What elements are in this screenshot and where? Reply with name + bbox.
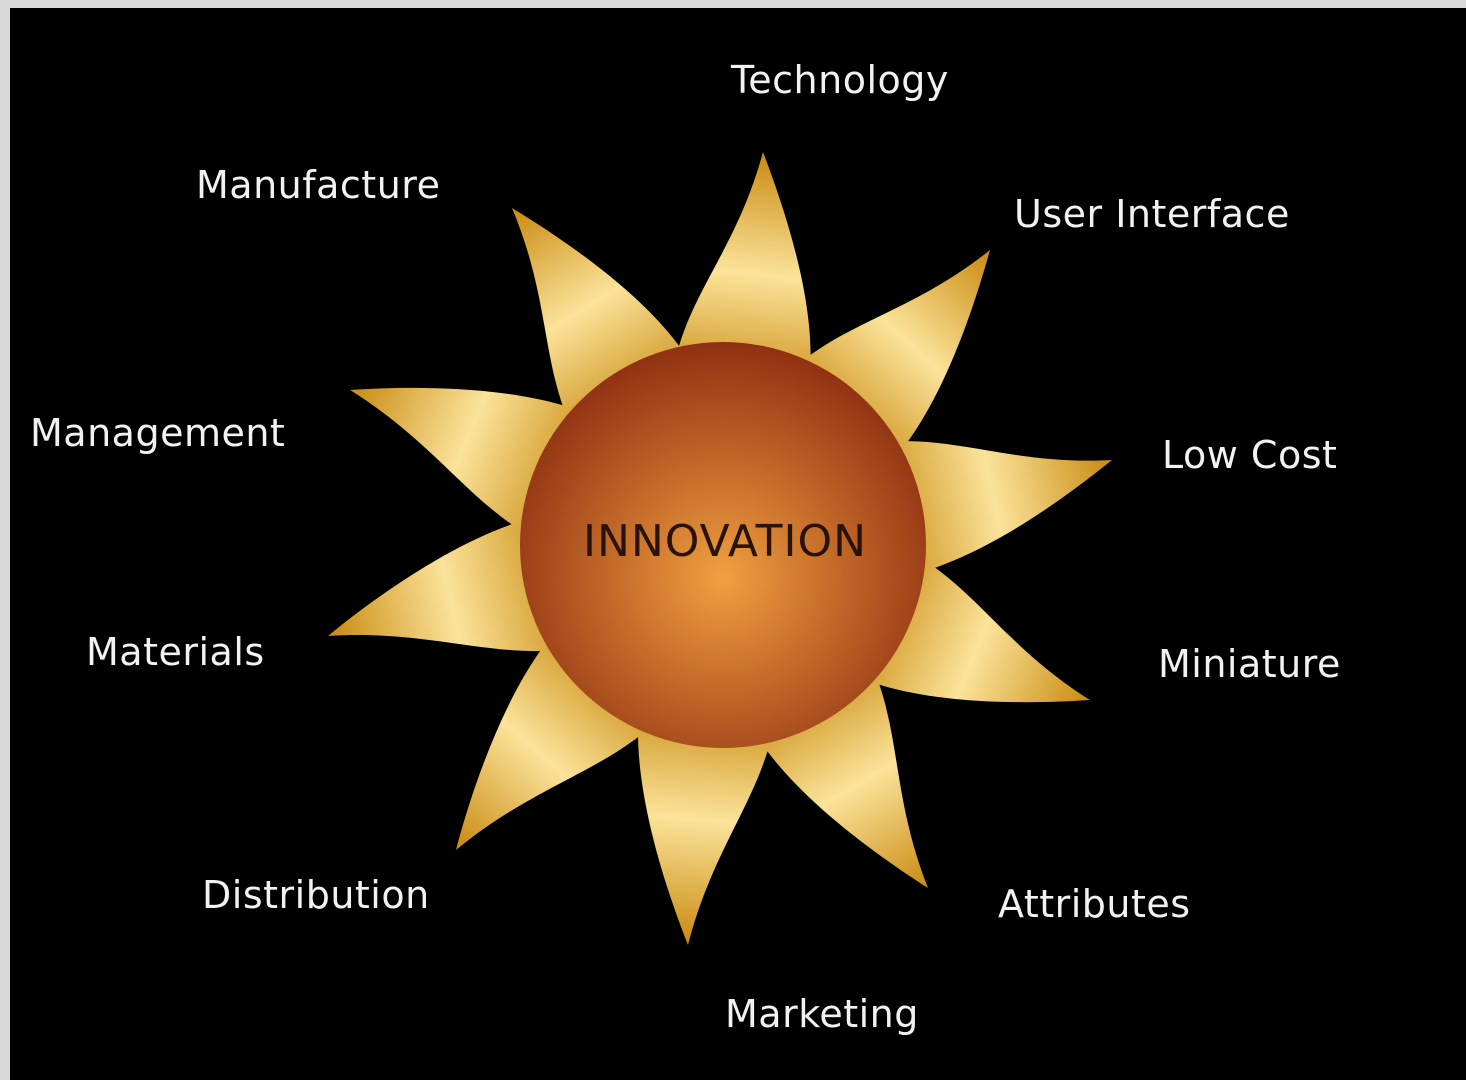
spoke-label-manufacture: Manufacture	[196, 163, 441, 207]
spoke-label-distribution: Distribution	[202, 873, 430, 917]
center-label: INNOVATION	[582, 516, 868, 567]
sun-petal-1	[670, 152, 811, 403]
spoke-label-miniature: Miniature	[1158, 642, 1341, 686]
sun-petal-6	[637, 688, 778, 945]
spoke-label-management: Management	[30, 411, 286, 455]
spoke-label-attributes: Attributes	[998, 882, 1191, 926]
spoke-label-materials: Materials	[86, 630, 265, 674]
spoke-label-user-interface: User Interface	[1014, 192, 1290, 236]
spoke-label-low-cost: Low Cost	[1162, 433, 1338, 477]
innovation-core-circle	[520, 342, 926, 748]
spoke-label-technology: Technology	[731, 58, 949, 102]
spoke-label-marketing: Marketing	[725, 992, 919, 1036]
